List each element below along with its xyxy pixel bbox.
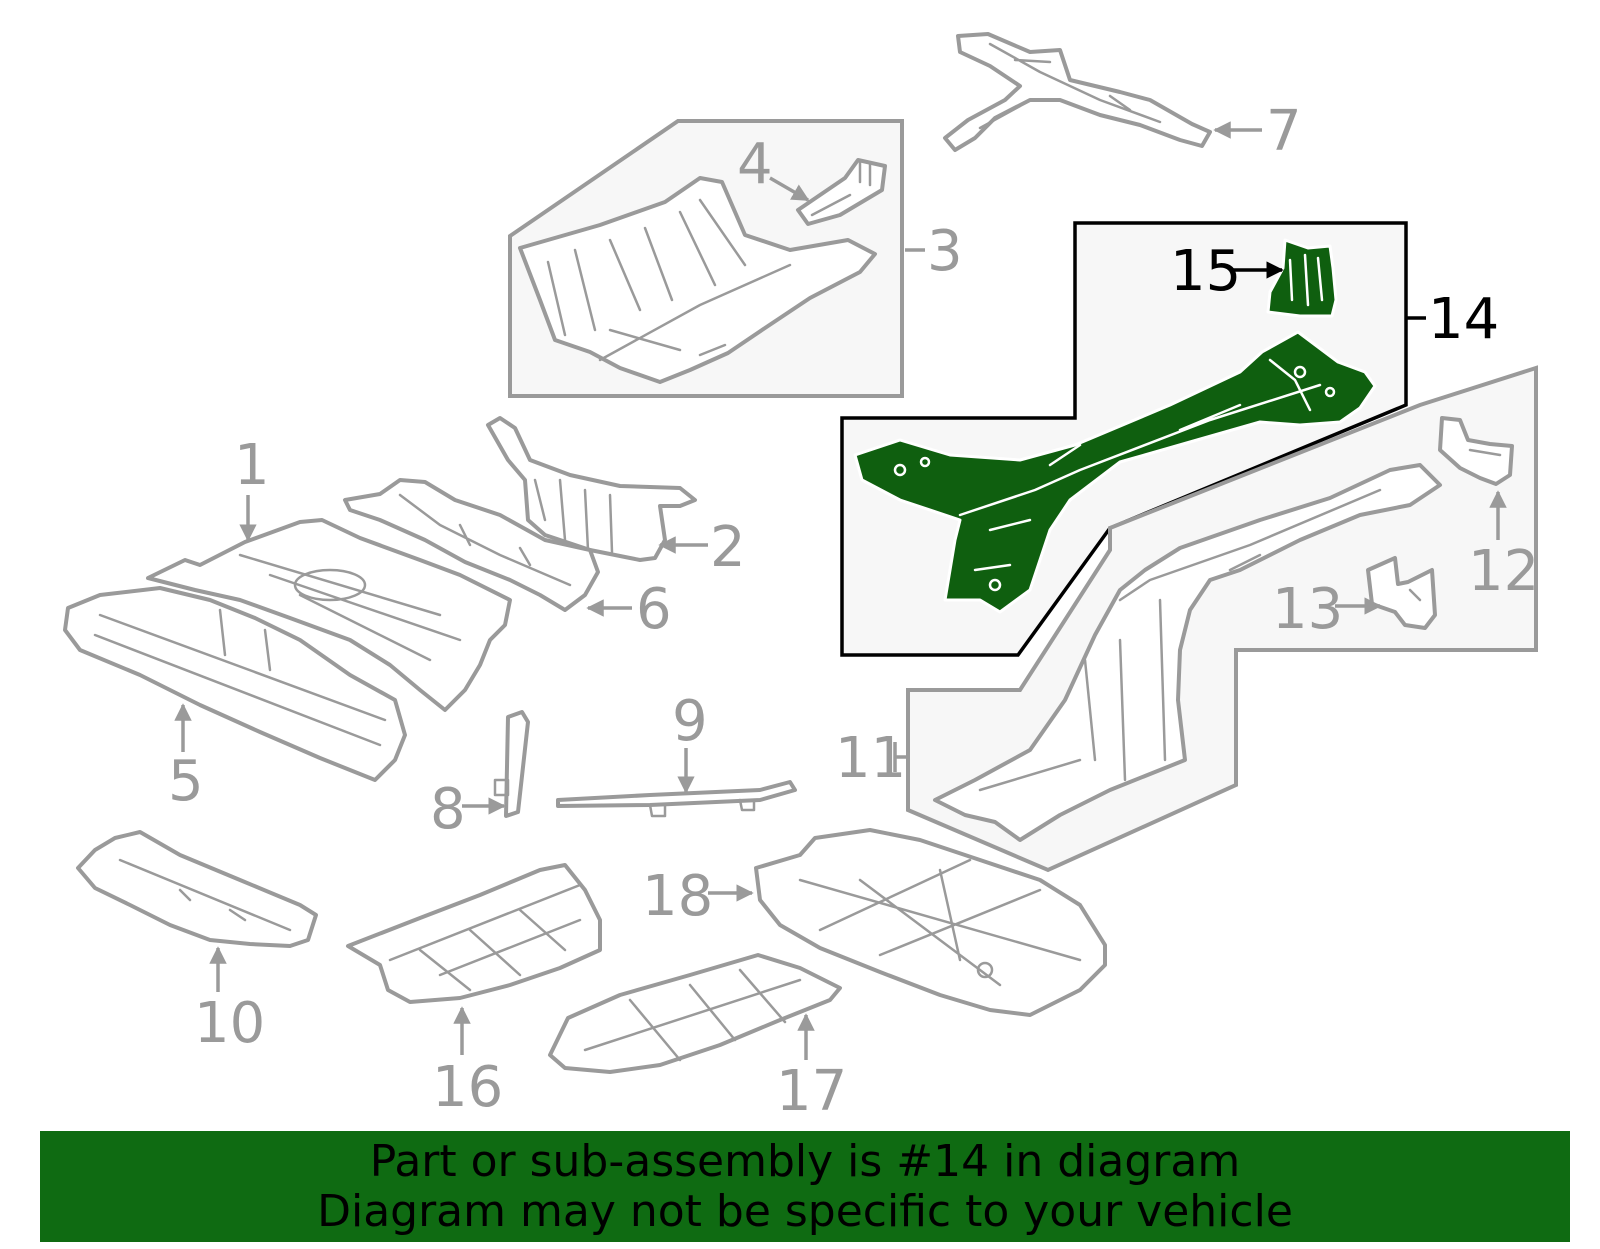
leader-11 — [893, 742, 908, 772]
part-2-panel[interactable] — [486, 416, 697, 562]
part-18-under-cover[interactable] — [754, 828, 1107, 1017]
callout-4: 4 — [737, 132, 773, 197]
part-9-strip[interactable] — [556, 780, 797, 818]
banner-line-1: Part or sub-assembly is #14 in diagram — [369, 1135, 1241, 1187]
callout-14: 14 — [1428, 287, 1499, 352]
leader-4 — [769, 176, 810, 202]
callout-17: 17 — [776, 1059, 847, 1124]
callout-12: 12 — [1468, 539, 1539, 604]
part-1-floor-panel[interactable] — [146, 518, 512, 712]
part-12-bracket[interactable] — [1438, 416, 1514, 486]
callout-10: 10 — [194, 991, 265, 1056]
callout-5: 5 — [168, 749, 204, 814]
part-8-brace[interactable] — [493, 710, 530, 818]
part-4-bracket[interactable] — [796, 158, 887, 226]
callout-13: 13 — [1272, 577, 1343, 642]
part-5-rear-panel[interactable] — [63, 586, 407, 782]
callout-3: 3 — [927, 219, 963, 284]
part-7-cross-member[interactable] — [943, 32, 1212, 152]
callout-2: 2 — [710, 515, 746, 580]
info-banner: Part or sub-assembly is #14 in diagram D… — [40, 1131, 1570, 1242]
part-11-side-rail[interactable] — [933, 463, 1442, 842]
callout-1: 1 — [234, 433, 270, 498]
part-13-bracket[interactable] — [1366, 556, 1437, 630]
part-17-under-cover[interactable] — [548, 953, 842, 1074]
part-16-under-cover[interactable] — [346, 863, 602, 1004]
part-10-shield[interactable] — [76, 830, 318, 948]
callout-11: 11 — [835, 726, 906, 791]
callout-8: 8 — [430, 777, 466, 842]
callout-18: 18 — [642, 864, 713, 929]
callout-6: 6 — [636, 577, 672, 642]
banner-line-2: Diagram may not be specific to your vehi… — [317, 1185, 1293, 1237]
callout-9: 9 — [672, 689, 708, 754]
callout-7: 7 — [1266, 99, 1302, 164]
part-14-frame-rail-assembly[interactable] — [853, 330, 1377, 614]
callout-15: 15 — [1170, 239, 1241, 304]
part-3-rear-floor-pan[interactable] — [518, 176, 877, 384]
part-15-bracket[interactable] — [1266, 238, 1338, 318]
part-6-cross-member[interactable] — [343, 478, 600, 612]
callout-16: 16 — [432, 1055, 503, 1120]
